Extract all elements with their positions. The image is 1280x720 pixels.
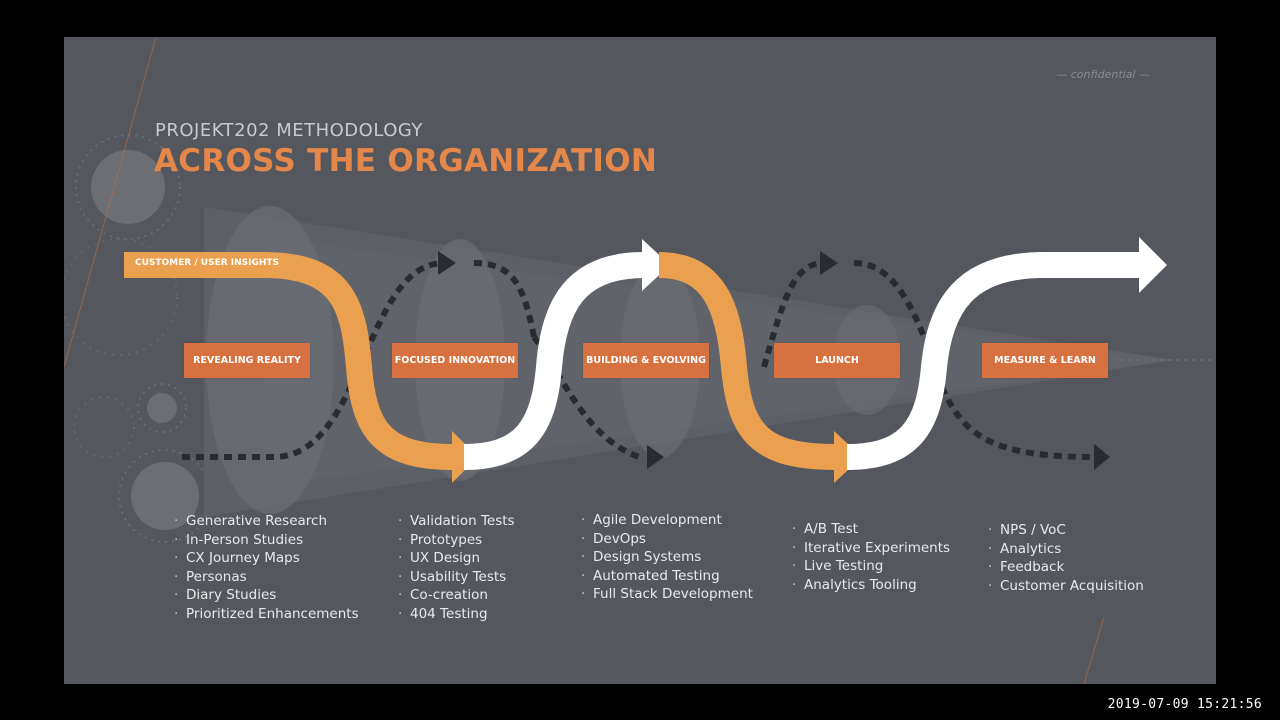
- list-item: Prioritized Enhancements: [174, 605, 359, 624]
- list-item: Co-creation: [398, 586, 515, 605]
- stage-building-evolving: BUILDING & EVOLVING: [583, 343, 709, 378]
- page-subtitle: PROJEKT202 METHODOLOGY: [155, 120, 423, 141]
- list-item: Prototypes: [398, 531, 515, 550]
- dotted-flow-paths: [182, 260, 1095, 460]
- activity-list-revealing-reality: Generative Research In-Person Studies CX…: [174, 512, 359, 624]
- list-item: UX Design: [398, 549, 515, 568]
- list-item: 404 Testing: [398, 605, 515, 624]
- white-ribbon-2: [846, 237, 1167, 470]
- confidential-label: — confidential —: [1056, 68, 1150, 81]
- activity-list-building-evolving: Agile Development DevOps Design Systems …: [581, 511, 753, 604]
- list-item: Automated Testing: [581, 567, 753, 586]
- list-item: Generative Research: [174, 512, 359, 531]
- decorative-circles: [64, 134, 212, 543]
- page-title: ACROSS THE ORGANIZATION: [154, 143, 658, 179]
- activity-list-focused-innovation: Validation Tests Prototypes UX Design Us…: [398, 512, 515, 624]
- stage-launch: LAUNCH: [774, 343, 900, 378]
- list-item: Personas: [174, 568, 359, 587]
- list-item: Design Systems: [581, 548, 753, 567]
- list-item: DevOps: [581, 530, 753, 549]
- list-item: Usability Tests: [398, 568, 515, 587]
- list-item: Iterative Experiments: [792, 539, 950, 558]
- start-label: CUSTOMER / USER INSIGHTS: [135, 258, 280, 268]
- list-item: A/B Test: [792, 520, 950, 539]
- white-ribbon-1: [463, 239, 670, 470]
- activity-list-measure-learn: NPS / VoC Analytics Feedback Customer Ac…: [988, 521, 1144, 595]
- list-item: Customer Acquisition: [988, 577, 1144, 596]
- activity-list-launch: A/B Test Iterative Experiments Live Test…: [792, 520, 950, 594]
- list-item: Analytics: [988, 540, 1144, 559]
- list-item: Feedback: [988, 558, 1144, 577]
- list-item: Diary Studies: [174, 586, 359, 605]
- video-timestamp: 2019-07-09 15:21:56: [1107, 697, 1262, 712]
- list-item: Live Testing: [792, 557, 950, 576]
- list-item: NPS / VoC: [988, 521, 1144, 540]
- stage-measure-learn: MEASURE & LEARN: [982, 343, 1108, 378]
- slide: — confidential — PROJEKT202 METHODOLOGY …: [64, 37, 1216, 684]
- list-item: Analytics Tooling: [792, 576, 950, 595]
- list-item: CX Journey Maps: [174, 549, 359, 568]
- dotted-arrowheads: [438, 251, 1110, 470]
- list-item: Full Stack Development: [581, 585, 753, 604]
- list-item: Agile Development: [581, 511, 753, 530]
- stage-focused-innovation: FOCUSED INNOVATION: [392, 343, 518, 378]
- list-item: In-Person Studies: [174, 531, 359, 550]
- stage-revealing-reality: REVEALING REALITY: [184, 343, 310, 378]
- list-item: Validation Tests: [398, 512, 515, 531]
